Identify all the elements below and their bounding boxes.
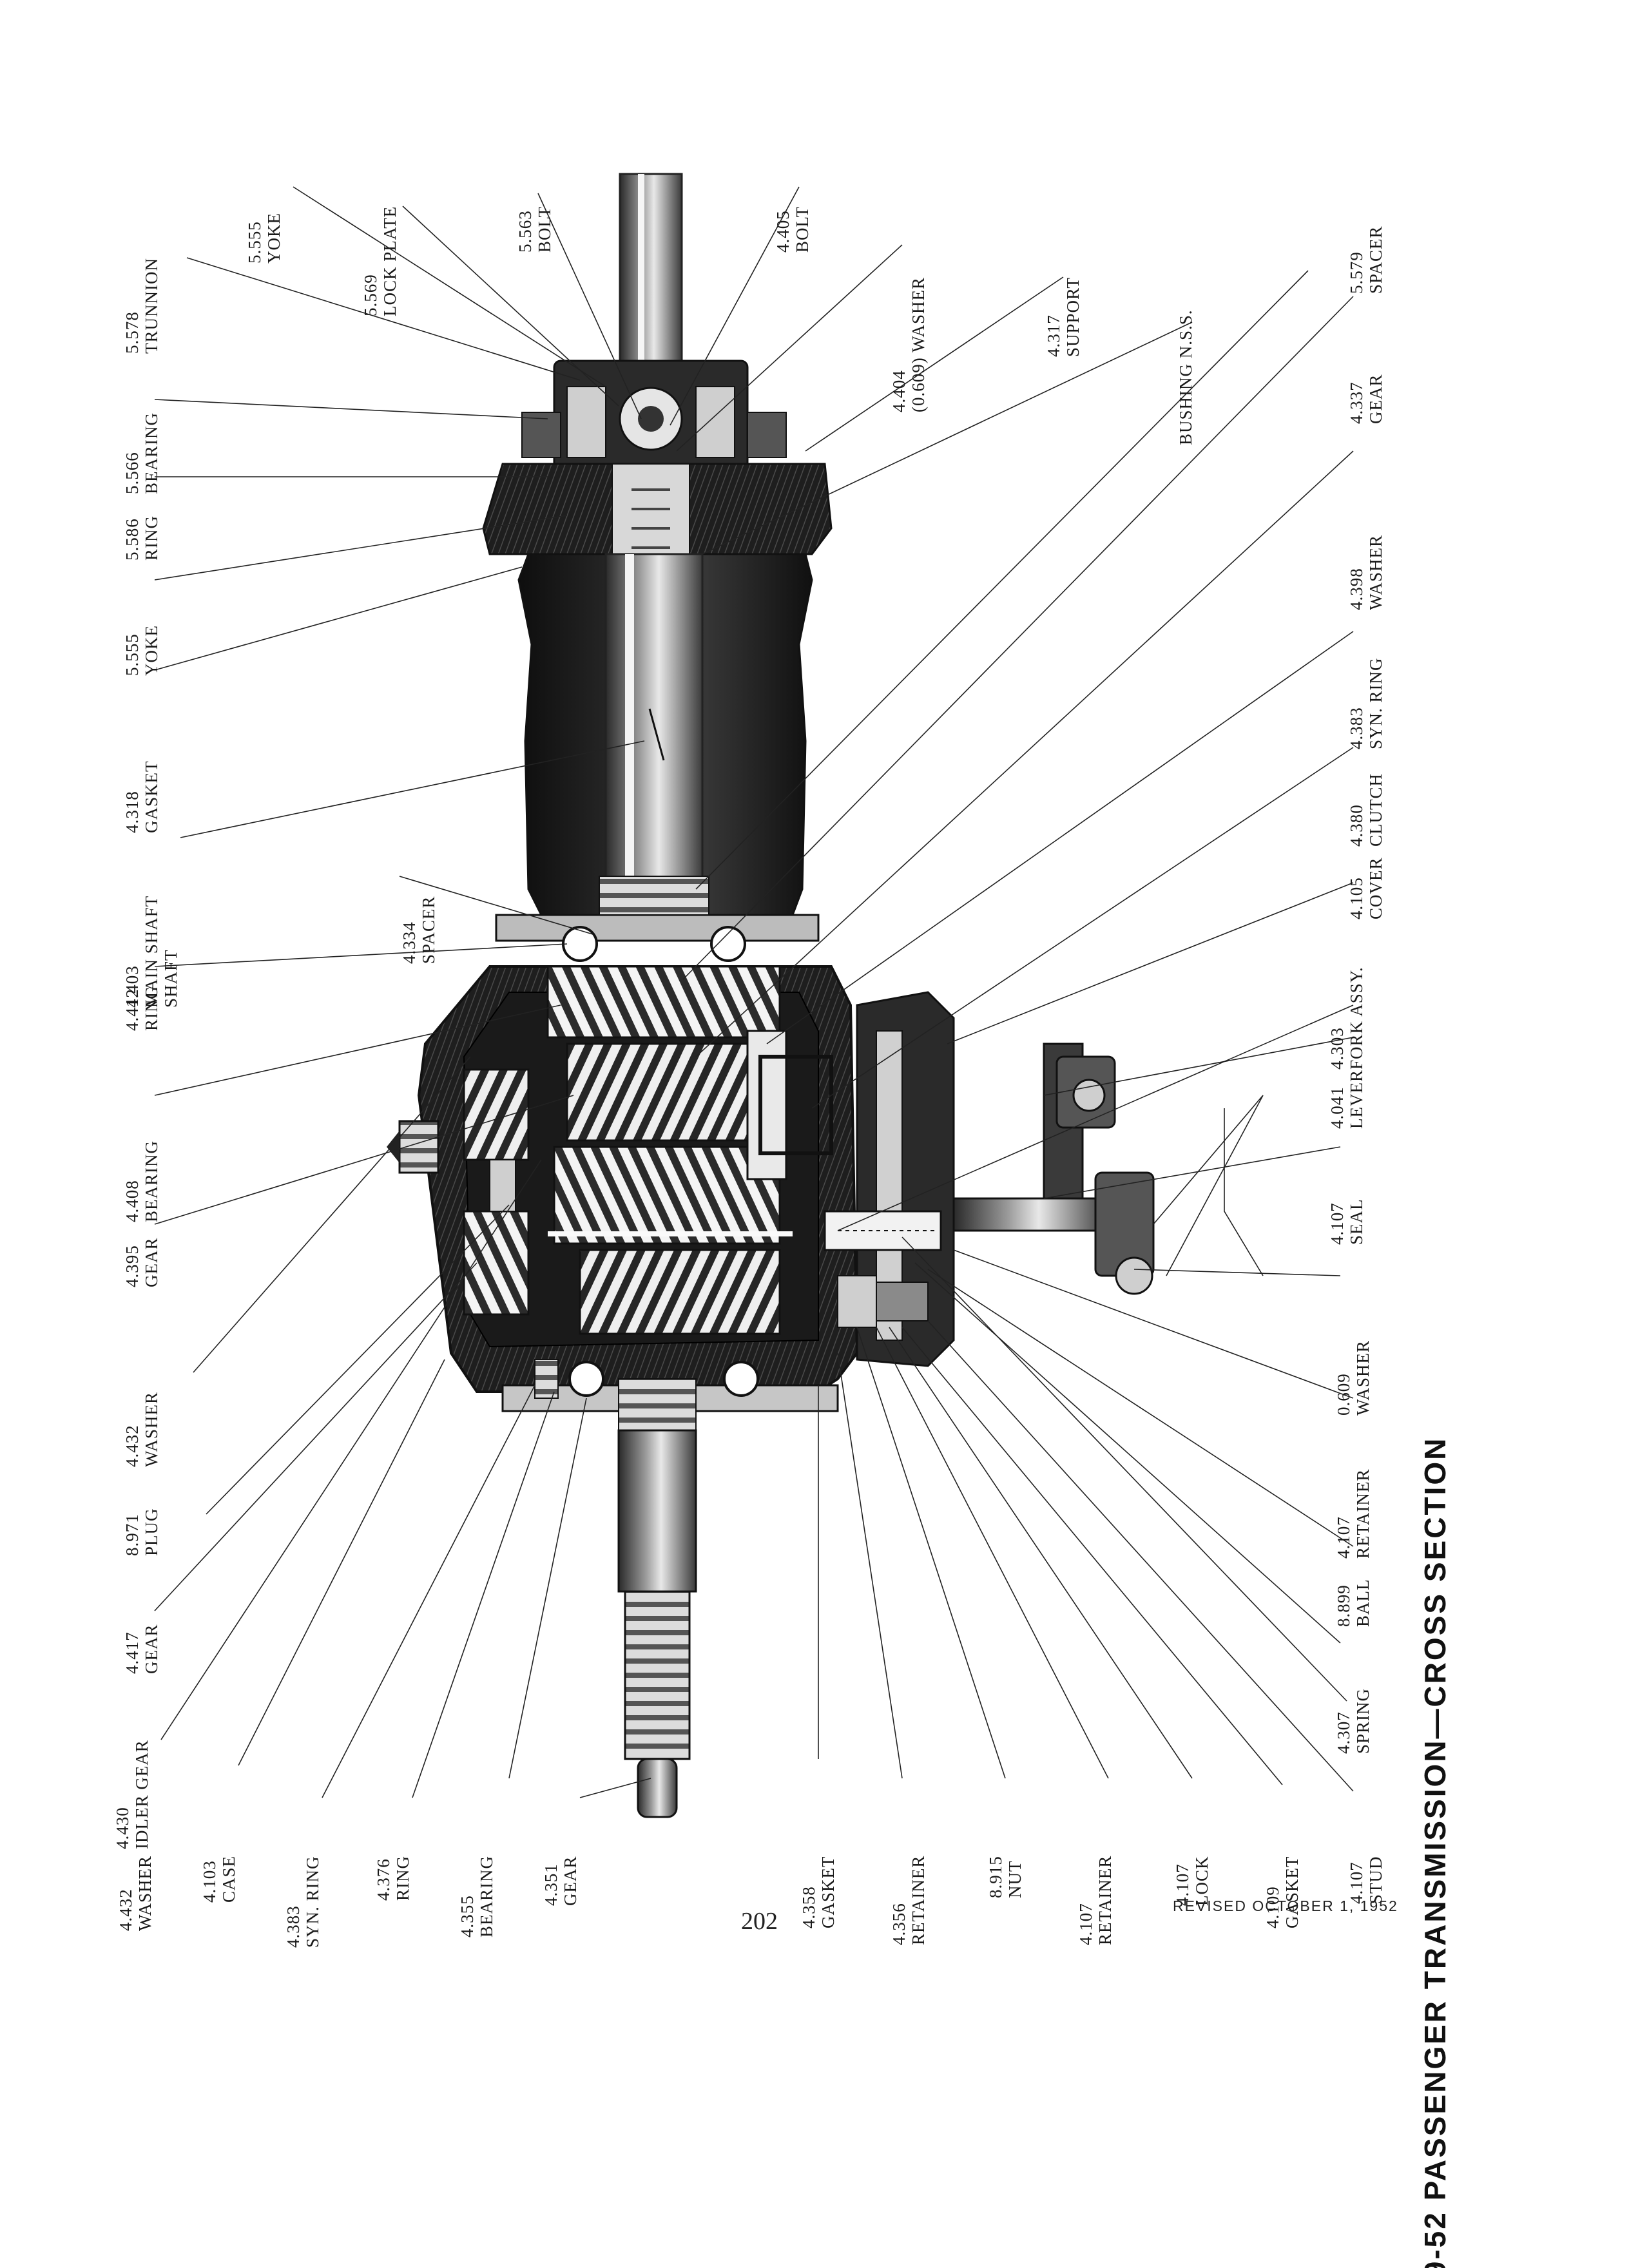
callout-label: 4.404(0.609) WASHER bbox=[889, 276, 928, 412]
universal-joint bbox=[521, 360, 787, 472]
callout-label: BUSHING N.S.S. bbox=[1176, 309, 1195, 445]
page-number: 202 bbox=[741, 1908, 778, 1935]
rear-support-housing bbox=[482, 463, 833, 574]
extension-housing bbox=[517, 553, 813, 916]
transmission-case bbox=[387, 965, 859, 1393]
side-cover-shift-mechanism bbox=[824, 991, 1155, 1367]
leader-lines bbox=[154, 186, 1354, 1798]
input-shaft bbox=[501, 1359, 839, 1818]
page-title: 1949-52 PASSENGER TRANSMISSION—CROSS SEC… bbox=[1418, 1436, 1452, 2268]
case-flange bbox=[495, 876, 820, 962]
output-shaft bbox=[619, 173, 683, 362]
revision-note: REVISED OCTOBER 1, 1952 bbox=[1173, 1898, 1398, 1914]
